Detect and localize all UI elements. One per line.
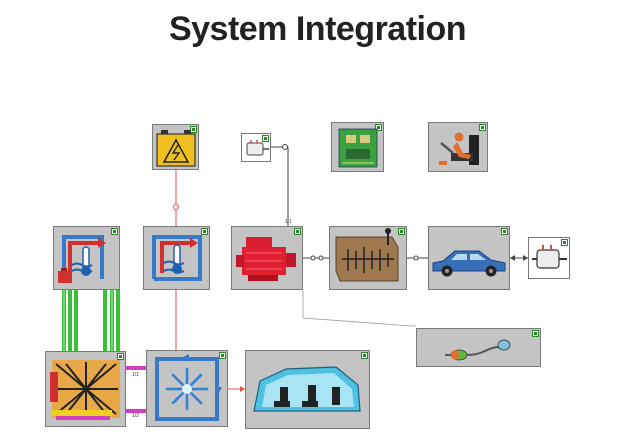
expand-icon[interactable] [117, 353, 124, 360]
radiator-block[interactable] [45, 351, 126, 427]
wire-engine-exhaust [302, 290, 416, 327]
coolant-pipe [68, 290, 72, 351]
hvac-block[interactable] [146, 350, 228, 427]
expand-icon[interactable] [501, 228, 508, 235]
expand-icon[interactable] [219, 352, 226, 359]
port-label-engine: 1:1 [285, 219, 292, 225]
expand-icon[interactable] [561, 239, 568, 246]
expand-icon[interactable] [479, 124, 486, 131]
gearbox-block[interactable] [329, 226, 407, 290]
motor-icon [246, 140, 269, 156]
motor-block[interactable] [241, 133, 271, 162]
wire-node [413, 255, 419, 261]
expand-icon[interactable] [375, 124, 382, 131]
expand-icon[interactable] [532, 330, 539, 337]
coolant-pipe [62, 290, 66, 351]
engine-block[interactable] [231, 226, 303, 290]
coolant-pipe [74, 290, 78, 351]
motor-icon-2 [532, 245, 567, 269]
coolant-pipe [116, 290, 120, 351]
battery-block[interactable] [152, 124, 199, 170]
exhaust-block[interactable] [416, 328, 541, 367]
engine-coolant-block[interactable] [53, 226, 120, 290]
driver-icon [439, 132, 479, 165]
expand-icon[interactable] [294, 228, 301, 235]
port-link-upper [126, 366, 146, 370]
motor-block-2[interactable] [528, 237, 570, 279]
controller-block[interactable] [331, 122, 384, 172]
coolant-thermo-icon-2 [152, 235, 202, 281]
coolant-pipe [110, 290, 114, 351]
coolant-pipe [103, 290, 107, 351]
wire-node [282, 144, 288, 150]
engine-icon [236, 237, 296, 281]
cabin-block[interactable] [245, 350, 370, 429]
port-label-lower: 1/2 [132, 413, 139, 419]
exhaust-icon [445, 339, 511, 361]
circuit-board-icon [338, 128, 378, 168]
wire-node [310, 255, 316, 261]
expand-icon[interactable] [361, 352, 368, 359]
expand-icon[interactable] [190, 126, 197, 133]
coolant-thermo-icon [58, 235, 106, 283]
page-title: System Integration [168, 10, 467, 48]
expand-icon[interactable] [262, 135, 269, 142]
expand-icon[interactable] [201, 228, 208, 235]
cabin-icon [253, 366, 361, 412]
car-icon [432, 250, 506, 277]
battery-icon [156, 130, 196, 167]
expand-icon[interactable] [111, 228, 118, 235]
wire-node [173, 204, 179, 210]
port-label-upper: 1/1 [132, 372, 139, 378]
driver-block[interactable] [428, 122, 488, 172]
wire-node [318, 255, 324, 261]
battery-coolant-block[interactable] [143, 226, 210, 290]
arrow-head [510, 255, 515, 261]
hvac-icon [155, 354, 222, 421]
radiator-icon [50, 360, 120, 420]
gearbox-icon [335, 228, 399, 282]
expand-icon[interactable] [398, 228, 405, 235]
vehicle-block[interactable] [428, 226, 510, 290]
